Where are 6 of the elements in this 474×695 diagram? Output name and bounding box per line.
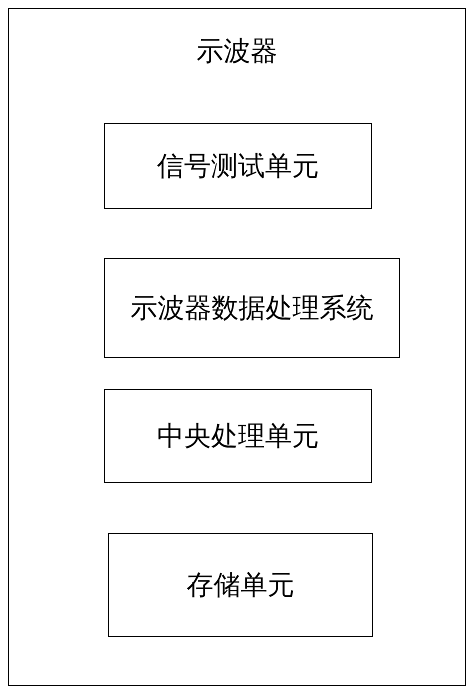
unit-box: 信号测试单元	[104, 123, 372, 209]
unit-box: 存储单元	[108, 533, 373, 637]
unit-box: 示波器数据处理系统	[104, 258, 400, 358]
unit-box: 中央处理单元	[104, 389, 372, 483]
device-frame	[8, 8, 466, 686]
frame-title: 示波器	[196, 35, 278, 69]
